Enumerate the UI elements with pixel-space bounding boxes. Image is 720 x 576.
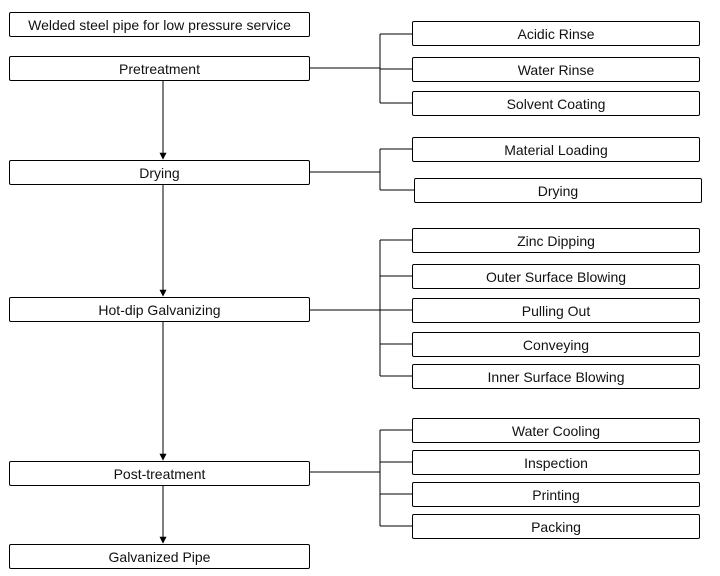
substep-water-rinse: Water Rinse (412, 57, 700, 82)
substep-printing: Printing (412, 482, 700, 507)
substep-conveying: Conveying (412, 332, 700, 357)
substep-inspection: Inspection (412, 450, 700, 475)
step-pretreatment: Pretreatment (9, 56, 310, 81)
substep-drying: Drying (414, 178, 702, 203)
substep-packing: Packing (412, 514, 700, 539)
substep-acidic-rinse: Acidic Rinse (412, 21, 700, 46)
substep-solvent-coating: Solvent Coating (412, 91, 700, 116)
step-drying: Drying (9, 160, 310, 185)
step-galvanized-pipe: Galvanized Pipe (9, 544, 310, 569)
substep-material-loading: Material Loading (412, 137, 700, 162)
step-source: Welded steel pipe for low pressure servi… (9, 12, 310, 37)
step-post-treatment: Post-treatment (9, 461, 310, 486)
step-hot-dip-galvanizing: Hot-dip Galvanizing (9, 297, 310, 322)
substep-zinc-dipping: Zinc Dipping (412, 228, 700, 253)
substep-outer-surface-blowing: Outer Surface Blowing (412, 264, 700, 289)
substep-pulling-out: Pulling Out (412, 298, 700, 323)
substep-water-cooling: Water Cooling (412, 418, 700, 443)
substep-inner-surface-blowing: Inner Surface Blowing (412, 364, 700, 389)
